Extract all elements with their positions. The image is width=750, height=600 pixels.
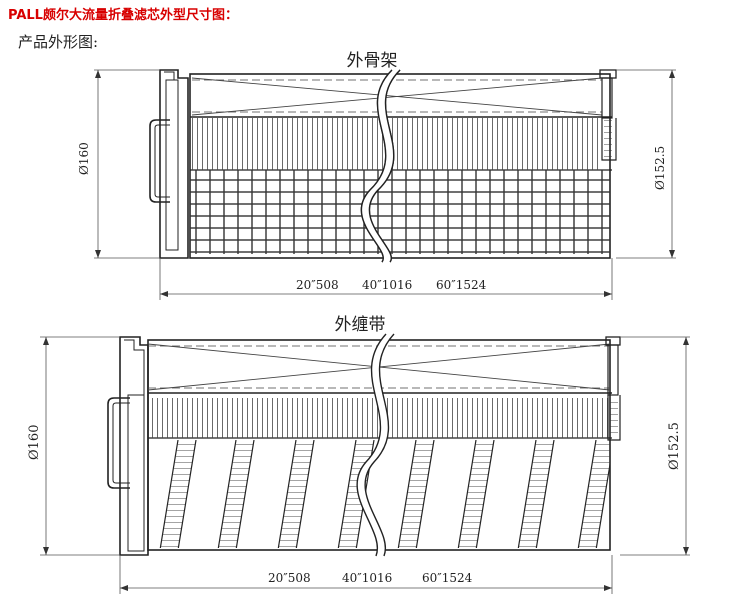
length-label-60: 60″1524 bbox=[436, 278, 487, 292]
length-label-40: 40″1016 bbox=[342, 571, 392, 585]
length-label-20: 20″508 bbox=[296, 278, 339, 292]
handle-icon bbox=[149, 119, 170, 203]
wrap-bands bbox=[159, 440, 610, 548]
diameter-label-right: Ø152.5 bbox=[667, 422, 682, 470]
section-subtitle: 产品外形图: bbox=[18, 33, 99, 51]
length-label-60: 60″1524 bbox=[422, 571, 473, 585]
diameter-label-right: Ø152.5 bbox=[653, 146, 667, 190]
diameter-label-left: Ø160 bbox=[27, 425, 42, 460]
length-label-40: 40″1016 bbox=[362, 278, 412, 292]
page-title: PALL颇尔大流量折叠滤芯外型尺寸图： bbox=[8, 8, 238, 23]
figure-caption: 外缠带 bbox=[335, 315, 386, 335]
length-label-20: 20″508 bbox=[268, 571, 311, 585]
figure-outer-wrap: 外缠带 bbox=[27, 315, 690, 594]
figure-outer-frame: 外骨架 bbox=[77, 51, 676, 300]
figure-caption: 外骨架 bbox=[347, 51, 398, 71]
diameter-label-left: Ø160 bbox=[77, 142, 91, 175]
handle-icon bbox=[107, 397, 130, 489]
